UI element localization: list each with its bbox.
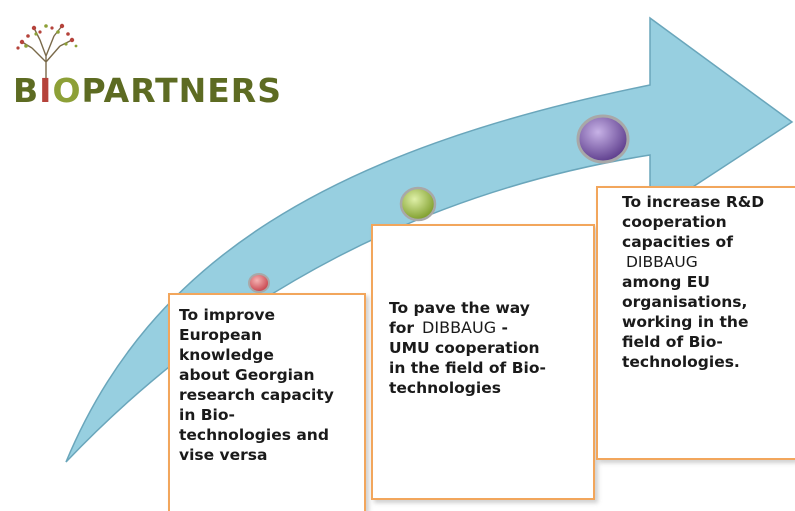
step-2-line: To pave the way <box>389 299 530 317</box>
logo-wordmark: BIOPARTNERS <box>13 71 282 110</box>
step-1-line: about Georgian <box>179 366 315 384</box>
step-3-box: To increase R&D cooperation capacities o… <box>596 186 795 460</box>
step-3-line: technologies. <box>622 353 740 371</box>
step-1-box: To improve European knowledge about Geor… <box>168 293 366 511</box>
step-3-line: cooperation <box>622 213 727 231</box>
step-1-line: in Bio- <box>179 406 235 424</box>
step-2-dot <box>399 186 437 222</box>
step-2-line: in the field of Bio- <box>389 359 546 377</box>
step-3-line: field of Bio- <box>622 333 723 351</box>
step-3-line: To increase R&D <box>622 193 765 211</box>
step-3-line: among EU <box>622 273 710 291</box>
step-3-dot <box>576 114 630 164</box>
tree-icon <box>16 23 78 80</box>
step-3-line: working in the <box>622 313 749 331</box>
acronym: DIBBAUG <box>626 253 698 271</box>
step-3-line: organisations, <box>622 293 748 311</box>
step-1-line: European <box>179 326 263 344</box>
step-1-line: knowledge <box>179 346 274 364</box>
step-2-line: UMU cooperation <box>389 339 540 357</box>
step-1-line: vise versa <box>179 446 268 464</box>
step-2-line: technologies <box>389 379 501 397</box>
step-3-line: capacities of <box>622 233 733 251</box>
step-1-line: To improve <box>179 306 276 324</box>
step-1-dot <box>248 273 270 293</box>
step-1-line: technologies and <box>179 426 329 444</box>
acronym: DIBBAUG <box>422 318 497 337</box>
step-1-line: research capacity <box>179 386 334 404</box>
biopartners-logo: BIOPARTNERS <box>6 18 281 113</box>
